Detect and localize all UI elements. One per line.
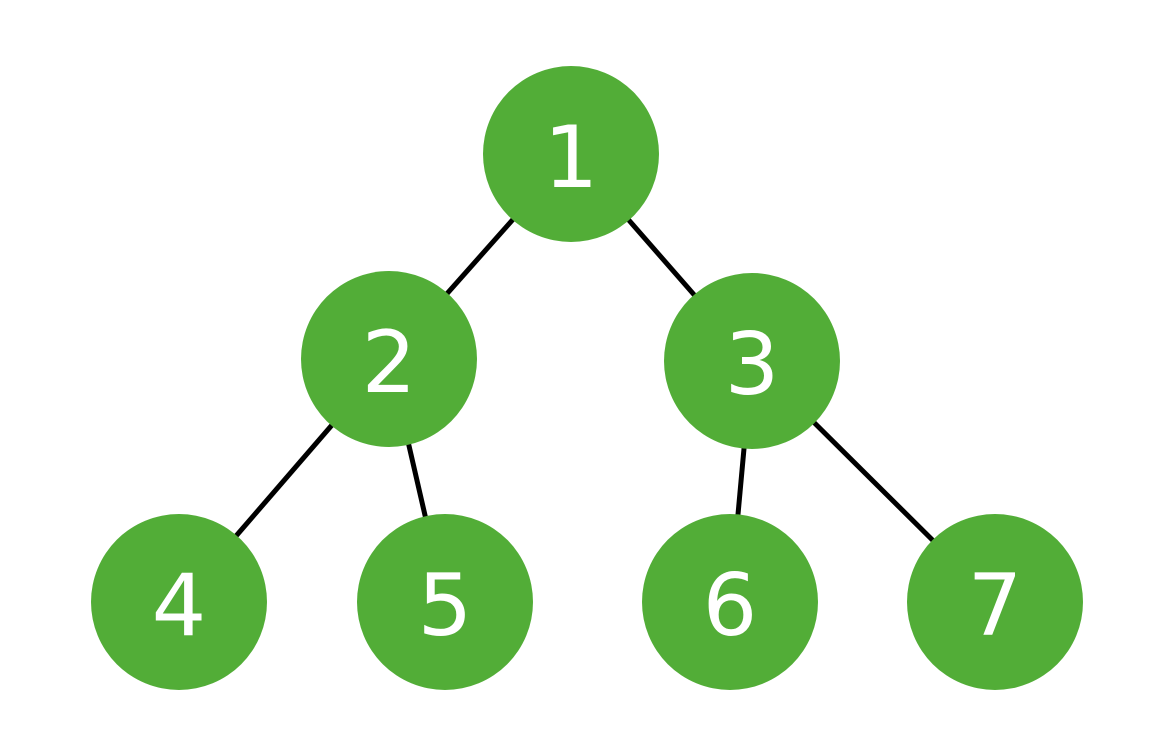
tree-node-3: 3 <box>664 273 840 449</box>
node-label: 4 <box>152 556 207 656</box>
node-label: 2 <box>362 313 417 413</box>
node-label: 5 <box>418 556 473 656</box>
tree-node-6: 6 <box>642 514 818 690</box>
node-label: 3 <box>725 315 780 415</box>
node-label: 7 <box>968 556 1023 656</box>
edge-2-4 <box>232 420 336 541</box>
node-label: 6 <box>703 556 758 656</box>
node-label: 1 <box>544 108 599 208</box>
tree-node-5: 5 <box>357 514 533 690</box>
edge-1-2 <box>442 215 518 298</box>
edge-3-7 <box>809 418 938 545</box>
edge-1-3 <box>624 215 699 300</box>
nodes-layer: 1 2 3 4 5 6 7 <box>91 66 1083 690</box>
edges-layer <box>232 215 938 545</box>
node-circle <box>642 514 818 690</box>
node-circle <box>91 514 267 690</box>
tree-node-2: 2 <box>301 271 477 447</box>
node-circle <box>664 273 840 449</box>
node-circle <box>483 66 659 242</box>
tree-node-4: 4 <box>91 514 267 690</box>
edge-3-6 <box>735 444 747 519</box>
node-circle <box>357 514 533 690</box>
node-circle <box>301 271 477 447</box>
node-circle <box>907 514 1083 690</box>
edge-2-5 <box>405 440 429 521</box>
tree-node-1: 1 <box>483 66 659 242</box>
tree-node-7: 7 <box>907 514 1083 690</box>
